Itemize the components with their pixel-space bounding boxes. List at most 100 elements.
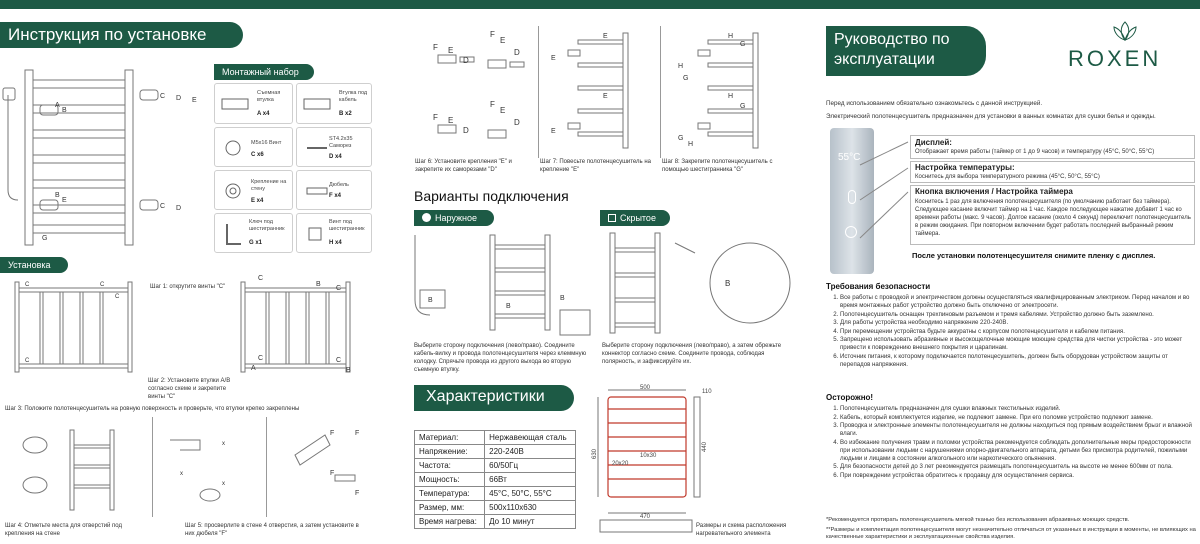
part-qty: C x6 <box>251 152 264 158</box>
list-item: Для безопасности детей до 3 лет рекоменд… <box>840 463 1195 471</box>
kit-title: Монтажный набор <box>214 64 314 80</box>
list-item: Кабель, который комплектуется изделие, н… <box>840 414 1195 422</box>
display-text: Отображает время работы (таймер от 1 до … <box>915 149 1155 155</box>
list-item: При перемещении устройства будьте аккура… <box>840 328 1195 336</box>
dim-mid: 440 <box>702 441 708 452</box>
footnote1: *Рекомендуется протирать полотенцесушите… <box>826 517 1130 523</box>
svg-text:D: D <box>514 48 520 57</box>
spec-value: 66Вт <box>484 472 576 487</box>
spec-key: Температура: <box>413 486 486 501</box>
svg-text:B: B <box>62 107 67 114</box>
svg-text:H: H <box>728 33 733 40</box>
part-d-box: ST4.2x35 Саморез D x4 <box>296 127 372 167</box>
svg-text:C: C <box>336 285 341 292</box>
power-icon <box>845 226 857 238</box>
top-bar <box>0 0 1200 9</box>
svg-text:x: x <box>222 441 225 447</box>
dim-height: 630 <box>592 448 598 459</box>
svg-text:F: F <box>355 490 359 497</box>
step8-caption: Шаг 8: Закрепите полотенцесушитель с пом… <box>662 159 773 173</box>
dim-tube2: 20x20 <box>612 461 629 467</box>
svg-text:C: C <box>100 282 105 288</box>
svg-text:C: C <box>336 357 341 364</box>
brand-logo: ROXEN <box>1068 46 1162 71</box>
svg-text:x: x <box>222 481 225 487</box>
hidden-text: Выберите сторону подключения (лево/право… <box>602 343 782 365</box>
list-item: Все работы с проводкой и электричеством … <box>840 294 1195 310</box>
spec-value: 500x110x630 <box>484 500 576 515</box>
svg-text:D: D <box>463 56 469 65</box>
caution-list: Полотенцесушитель предназначен для сушки… <box>830 405 1195 480</box>
svg-text:x: x <box>180 471 183 477</box>
svg-text:F: F <box>433 43 438 52</box>
svg-text:C: C <box>160 93 165 100</box>
part-g-box: Ключ под шестигранник G x1 <box>214 213 293 253</box>
svg-text:C: C <box>258 355 263 362</box>
step5-caption: Шаг 5: просверлите в стене 4 отверстия, … <box>185 523 359 537</box>
list-item: Проводка и электронные элементы полотенц… <box>840 422 1195 438</box>
table-row: Напряжение:220-240В <box>413 444 576 459</box>
footnote2: **Размеры и комплектация полотенцесушите… <box>826 527 1196 540</box>
spec-value: 220-240В <box>484 444 576 459</box>
svg-text:F: F <box>490 30 495 39</box>
dim-bottom: 470 <box>640 514 651 520</box>
spec-key: Материал: <box>413 430 486 445</box>
table-row: Материал:Нержавеющая сталь <box>413 430 576 445</box>
step4-caption: Шаг 4: Отметьте места для отверстий под … <box>5 523 123 537</box>
lotus-logo-icon <box>1113 21 1137 41</box>
step3-caption: Шаг 3: Положите полотенцесушитель на ров… <box>5 406 300 412</box>
svg-text:G: G <box>42 235 47 242</box>
film-note: После установки полотенцесушителя снимит… <box>912 251 1156 260</box>
spec-key: Размер, мм: <box>413 500 486 515</box>
temp-text: Коснитесь для выбора температурного режи… <box>915 174 1100 180</box>
svg-text:B: B <box>560 295 565 302</box>
step4-drawing <box>22 429 115 511</box>
svg-text:E: E <box>448 46 453 55</box>
svg-text:H: H <box>728 93 733 100</box>
spec-value: Нержавеющая сталь <box>484 430 576 445</box>
manual-title: Руководство по эксплуатации <box>826 26 986 76</box>
part-qty: B x2 <box>339 111 352 117</box>
table-row: Мощность:66Вт <box>413 472 576 487</box>
part-label: Крепление на стену <box>251 179 287 192</box>
svg-text:H: H <box>678 63 683 70</box>
hidden-connection-drawing: B <box>609 232 791 334</box>
divider <box>660 26 661 158</box>
part-label: M5x16 Винт <box>251 140 282 146</box>
svg-text:B: B <box>725 279 730 288</box>
hidden-icon <box>608 214 616 222</box>
svg-text:E: E <box>603 93 608 100</box>
part-label: Ключ под шестигранник <box>249 219 285 232</box>
svg-text:E: E <box>500 36 505 45</box>
part-qty: G x1 <box>249 240 263 246</box>
part-label: Винт под шестигранник <box>329 219 365 232</box>
part-label: Съемная втулка <box>257 90 281 103</box>
manual-intro1: Перед использованием обязательно ознаком… <box>826 100 1043 107</box>
manual-title-line2: эксплуатации <box>834 51 935 68</box>
svg-text:C: C <box>160 203 165 210</box>
part-qty: A x4 <box>257 111 270 117</box>
svg-text:H: H <box>688 141 693 148</box>
svg-text:F: F <box>330 470 334 477</box>
part-e-box: Крепление на стену E x4 <box>214 170 293 210</box>
external-label: Наружное <box>435 213 478 223</box>
step5-drawing: x x x <box>170 439 225 502</box>
specs-table: Материал:Нержавеющая сталь Напряжение:22… <box>413 430 576 529</box>
table-row: Время нагрева:До 10 минут <box>413 514 576 529</box>
svg-text:B: B <box>55 192 60 199</box>
dimension-scheme: 500 110 630 440 470 10x30 20x20 <box>592 385 712 533</box>
list-item: Источник питания, к которому подключаетс… <box>840 353 1195 369</box>
timer-text: Коснитесь 1 раз для включения полотенцес… <box>915 199 1191 237</box>
list-item: При повреждении устройства обратитесь к … <box>840 472 1195 480</box>
divider <box>538 26 539 158</box>
spec-value: До 10 минут <box>484 514 576 529</box>
safety-list: Все работы с проводкой и электричеством … <box>830 294 1195 369</box>
list-item: Запрещено использовать абразивные и высо… <box>840 336 1195 352</box>
svg-text:A: A <box>251 365 256 372</box>
spec-value: 60/50Гц <box>484 458 576 473</box>
